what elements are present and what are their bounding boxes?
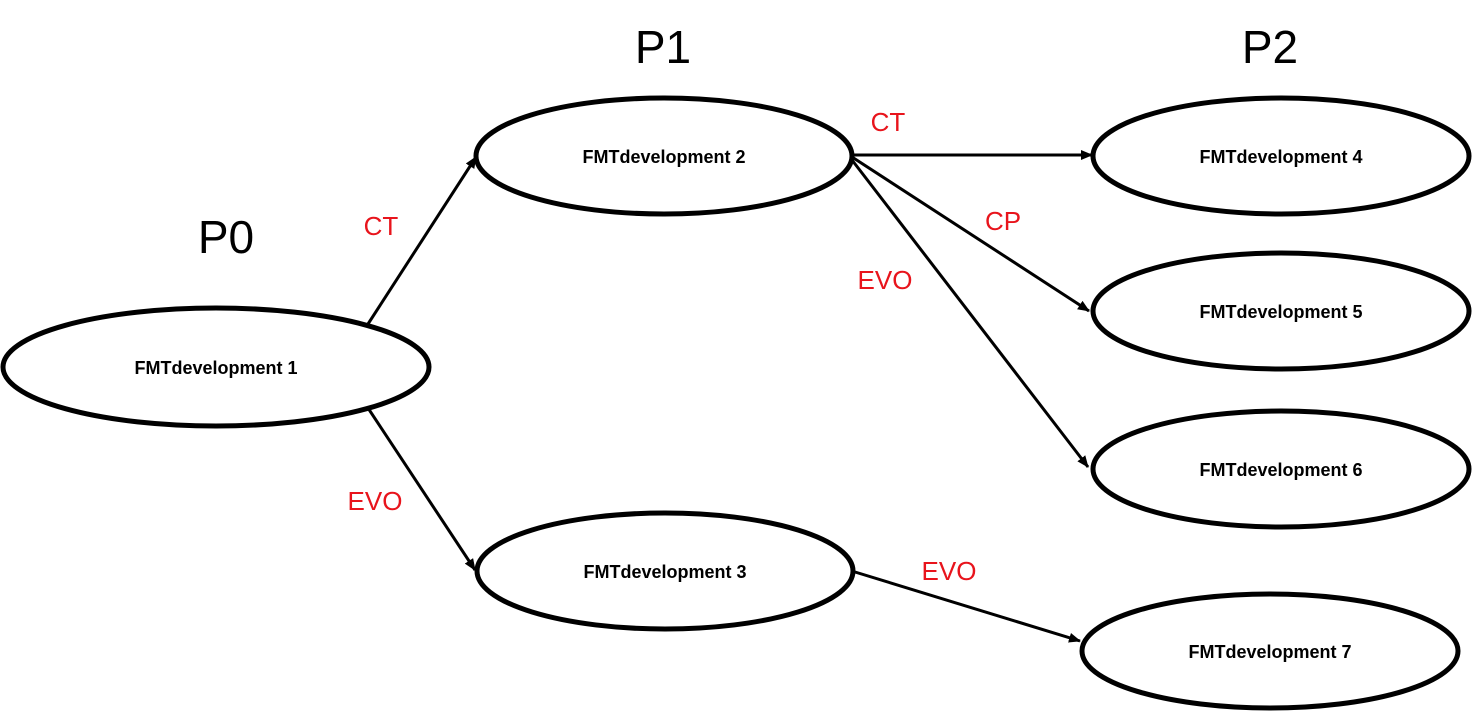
edge-labels: CT EVO CT CP EVO EVO [348, 107, 1022, 586]
edge-label-1-to-2: CT [364, 211, 399, 241]
edge-2-to-5 [851, 155, 1090, 313]
period-label-p1: P1 [635, 21, 691, 73]
node-fmtdevelopment-6: FMTdevelopment 6 [1090, 408, 1472, 530]
period-label-p0: P0 [198, 211, 254, 263]
node-label: FMTdevelopment 3 [583, 562, 746, 582]
edge-1-to-3 [366, 407, 477, 571]
edge-3-to-7 [854, 570, 1081, 643]
node-label: FMTdevelopment 6 [1199, 460, 1362, 480]
node-fmtdevelopment-1: FMTdevelopment 1 [0, 305, 432, 429]
period-label-p2: P2 [1242, 21, 1298, 73]
edge-label-2-to-6: EVO [858, 265, 913, 295]
edge-label-1-to-3: EVO [348, 486, 403, 516]
edge-2-to-6 [850, 159, 1090, 468]
node-fmtdevelopment-7: FMTdevelopment 7 [1079, 591, 1461, 711]
edge-label-2-to-5: CP [985, 206, 1021, 236]
node-label: FMTdevelopment 7 [1188, 642, 1351, 662]
edges [366, 150, 1093, 643]
node-label: FMTdevelopment 4 [1199, 147, 1362, 167]
node-fmtdevelopment-2: FMTdevelopment 2 [473, 95, 855, 217]
node-fmtdevelopment-3: FMTdevelopment 3 [474, 510, 856, 632]
node-label: FMTdevelopment 5 [1199, 302, 1362, 322]
node-label: FMTdevelopment 2 [582, 147, 745, 167]
edge-label-2-to-4: CT [871, 107, 906, 137]
edge-label-3-to-7: EVO [922, 556, 977, 586]
edge-1-to-2 [366, 156, 478, 325]
node-fmtdevelopment-5: FMTdevelopment 5 [1090, 250, 1472, 372]
node-label: FMTdevelopment 1 [134, 358, 297, 378]
node-fmtdevelopment-4: FMTdevelopment 4 [1090, 95, 1472, 217]
